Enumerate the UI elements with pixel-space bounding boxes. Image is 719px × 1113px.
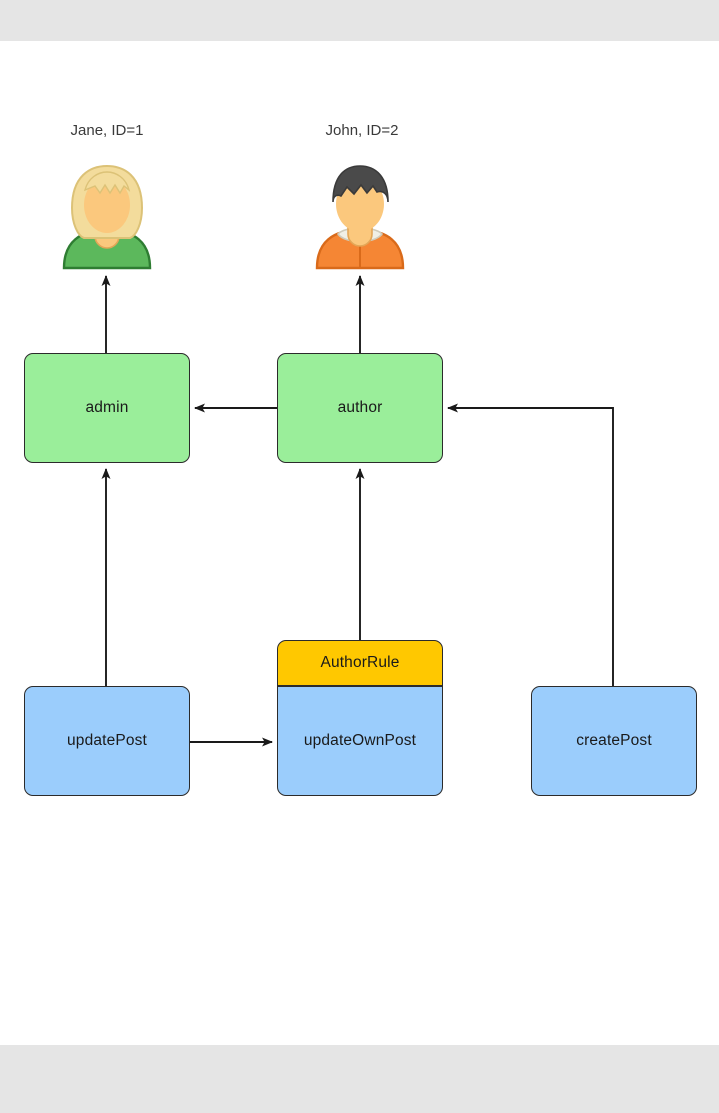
user-label-john: John, ID=2 <box>325 122 399 139</box>
rule-label-author-rule: AuthorRule <box>320 654 400 672</box>
permission-label-update-post: updatePost <box>67 732 147 750</box>
role-label-admin: admin <box>85 399 129 417</box>
person-avatar-icon-john <box>315 165 405 270</box>
bottom-background-band <box>0 1045 719 1113</box>
permission-label-create-post: createPost <box>576 732 652 750</box>
role-box-author[interactable]: author <box>277 353 443 463</box>
role-label-author: author <box>337 399 383 417</box>
edge-createpost-to-author <box>447 403 614 686</box>
permission-label-update-own-post: updateOwnPost <box>303 732 417 750</box>
top-background-band <box>0 0 719 41</box>
rule-box-author-rule[interactable]: AuthorRule <box>277 640 443 686</box>
user-label-jane: Jane, ID=1 <box>70 122 144 139</box>
permission-box-update-post[interactable]: updatePost <box>24 686 190 796</box>
permission-box-create-post[interactable]: createPost <box>531 686 697 796</box>
permission-box-update-own-post[interactable]: updateOwnPost <box>277 686 443 796</box>
role-box-admin[interactable]: admin <box>24 353 190 463</box>
person-avatar-icon-jane <box>62 164 152 270</box>
